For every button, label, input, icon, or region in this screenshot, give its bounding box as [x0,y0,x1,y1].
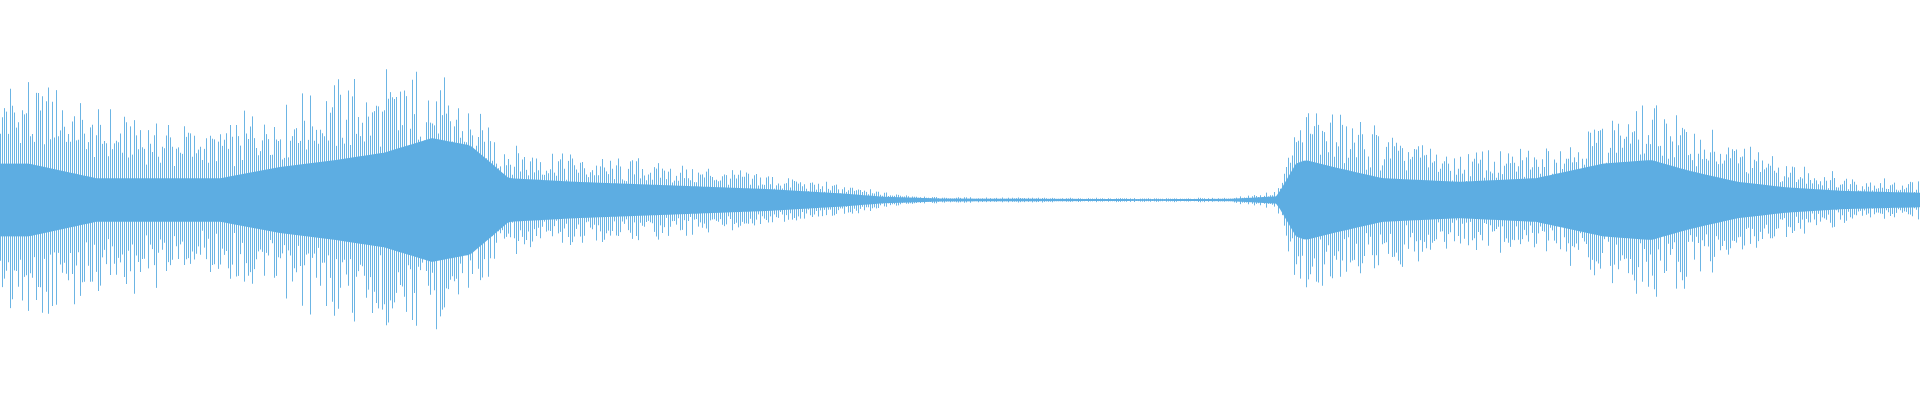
waveform-view[interactable] [0,0,1920,400]
waveform-chart[interactable] [0,0,1920,400]
